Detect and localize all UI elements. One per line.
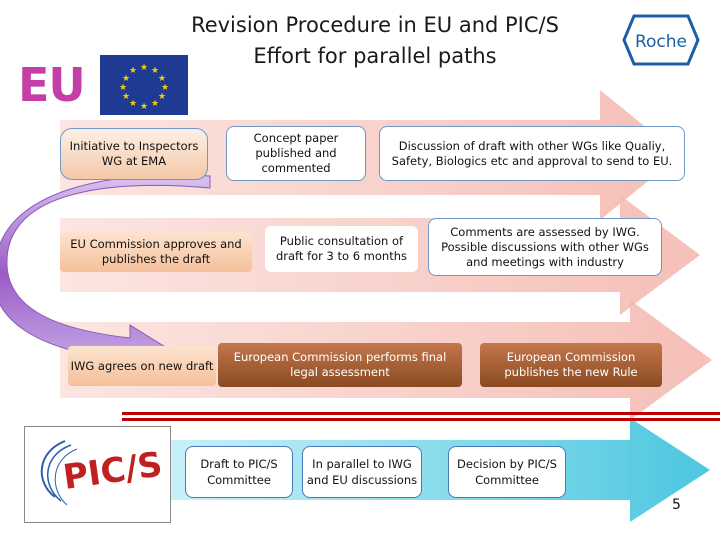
step-initiative: Initiative to Inspectors WG at EMA bbox=[60, 128, 208, 180]
step-parallel: In parallel to IWG and EU discussions bbox=[302, 446, 422, 498]
pics-logo-text: PIC/S bbox=[61, 444, 165, 497]
svg-text:★: ★ bbox=[158, 92, 166, 102]
step-concept-paper: Concept paper published and commented bbox=[226, 126, 366, 181]
pics-logo-graphic: PIC/S bbox=[40, 440, 165, 506]
step-publishes-rule: European Commission publishes the new Ru… bbox=[480, 343, 662, 387]
svg-text:★: ★ bbox=[140, 63, 148, 73]
title-line-2: Effort for parallel paths bbox=[253, 44, 497, 68]
eu-row1-arrow bbox=[60, 90, 680, 220]
divider-line bbox=[122, 418, 720, 421]
step-initiative-label: Initiative to Inspectors WG at EMA bbox=[69, 139, 199, 168]
svg-text:★: ★ bbox=[158, 74, 166, 84]
svg-text:★: ★ bbox=[140, 102, 148, 112]
svg-text:★: ★ bbox=[122, 74, 130, 84]
step-public-consultation-label: Public consultation of draft for 3 to 6 … bbox=[275, 234, 407, 263]
step-discussion: Discussion of draft with other WGs like … bbox=[379, 126, 685, 181]
step-decision-label: Decision by PIC/S Committee bbox=[457, 457, 557, 487]
step-legal-assessment: European Commission performs final legal… bbox=[218, 343, 462, 387]
step-draft-to-pics-label: Draft to PIC/S Committee bbox=[200, 457, 278, 487]
step-eu-commission-approves-label: EU Commission approves and publishes the… bbox=[70, 237, 242, 266]
step-parallel-label: In parallel to IWG and EU discussions bbox=[306, 457, 418, 487]
step-public-consultation: Public consultation of draft for 3 to 6 … bbox=[265, 226, 418, 272]
svg-text:★: ★ bbox=[151, 66, 159, 76]
divider-line bbox=[122, 412, 720, 415]
svg-text:★: ★ bbox=[129, 66, 137, 76]
step-comments-assessed-label: Comments are assessed by IWG. Possible d… bbox=[441, 224, 649, 269]
step-eu-commission-approves: EU Commission approves and publishes the… bbox=[60, 232, 252, 272]
title-line-1: Revision Procedure in EU and PIC/S bbox=[191, 13, 559, 37]
step-legal-assessment-label: European Commission performs final legal… bbox=[233, 350, 447, 379]
svg-text:★: ★ bbox=[151, 99, 159, 109]
step-comments-assessed: Comments are assessed by IWG. Possible d… bbox=[428, 218, 662, 276]
pics-logo: PIC/S bbox=[24, 426, 171, 523]
step-iwg-agrees: IWG agrees on new draft bbox=[68, 346, 216, 386]
svg-text:★: ★ bbox=[161, 83, 169, 93]
svg-text:Roche: Roche bbox=[635, 32, 687, 52]
eu-flag-icon: ★★★ ★★★ ★★★ ★★★ bbox=[100, 55, 188, 115]
step-draft-to-pics: Draft to PIC/S Committee bbox=[185, 446, 293, 498]
step-concept-paper-label: Concept paper published and commented bbox=[253, 131, 339, 175]
step-iwg-agrees-label: IWG agrees on new draft bbox=[70, 358, 214, 373]
roche-logo: Roche bbox=[622, 14, 700, 66]
slide-title: Revision Procedure in EU and PIC/S Effor… bbox=[150, 10, 600, 72]
step-decision: Decision by PIC/S Committee bbox=[448, 446, 566, 498]
svg-text:★: ★ bbox=[119, 83, 127, 93]
svg-text:★: ★ bbox=[129, 99, 137, 109]
eu-label: EU bbox=[18, 58, 86, 112]
page-number: 5 bbox=[672, 497, 681, 513]
step-discussion-label: Discussion of draft with other WGs like … bbox=[391, 138, 673, 168]
step-publishes-rule-label: European Commission publishes the new Ru… bbox=[504, 350, 638, 379]
svg-text:★: ★ bbox=[122, 92, 130, 102]
